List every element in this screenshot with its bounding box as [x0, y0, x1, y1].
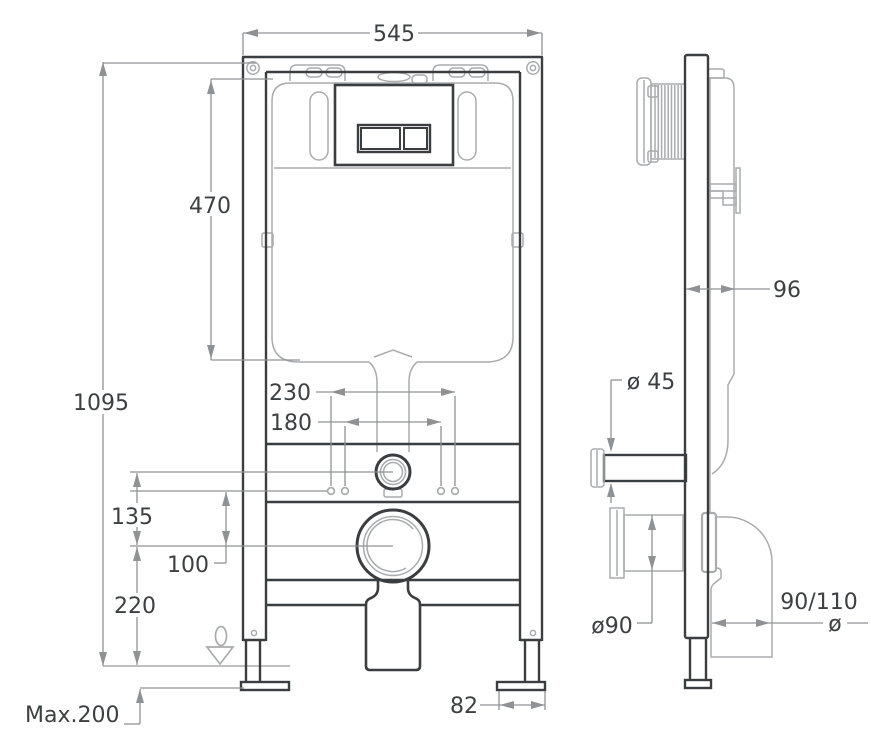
front-dimension-lines: [102, 32, 546, 725]
dim-cistern-height: 470: [189, 194, 231, 219]
inlet-pipe-end-rings: [590, 448, 605, 488]
dim-total-height: 1095: [73, 391, 129, 416]
dim-max-foot-adjustment: Max.200: [25, 703, 119, 728]
side-label-backgrounds: [823, 611, 847, 636]
front-view: 545 1095 470 230 180 135 100 220 Max.200…: [25, 21, 547, 728]
dim-outlet-pipe-diameter: ø90: [591, 614, 632, 639]
front-dimension-arrows: [99, 29, 545, 709]
dim-fixing-to-outlet-offset: 100: [167, 553, 209, 578]
side-dimension-arrows: [607, 285, 770, 627]
dim-inlet-pipe-diameter: ø 45: [627, 370, 675, 395]
dim-frame-depth: 96: [773, 278, 801, 303]
label-backgrounds: [72, 21, 418, 617]
side-view: 96 ø 45 ø90 90/110 ø: [590, 53, 868, 690]
dim-frame-width: 545: [373, 22, 415, 47]
dim-inlet-to-outlet-offset: 135: [111, 505, 153, 530]
frame-structure: [239, 55, 547, 692]
dim-outlet-center-height: 220: [114, 594, 156, 619]
side-rail-structure: [602, 53, 713, 690]
dim-waste-bend-diameter-symbol: ø: [828, 612, 841, 637]
dim-fixing-spacing-outer: 230: [269, 381, 311, 406]
dim-fixing-spacing-inner: 180: [270, 411, 312, 436]
dim-waste-bend-size: 90/110: [780, 590, 857, 615]
side-cistern-outline: [609, 68, 773, 658]
dim-foot-plate-width: 82: [450, 694, 478, 719]
